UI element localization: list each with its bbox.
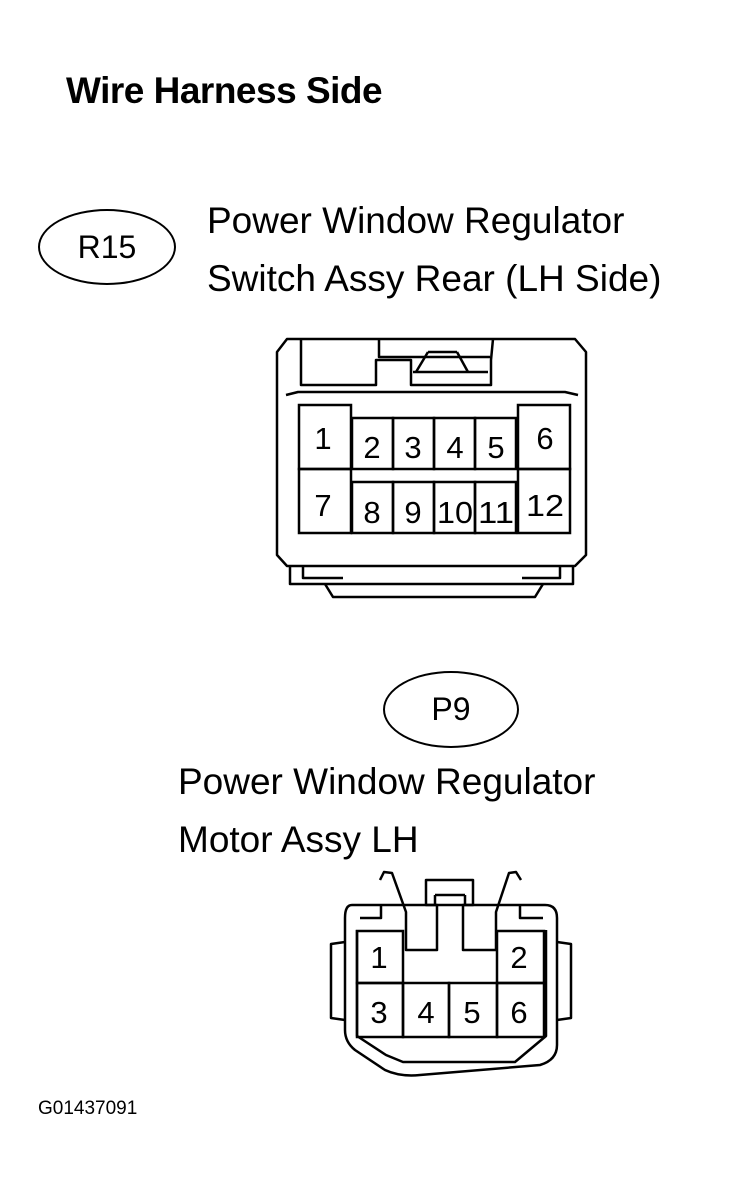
pin-cell-r15-11: [473, 480, 518, 535]
pin-label-r15-8: 8: [363, 495, 380, 530]
pin-cell-p9-6: [495, 981, 546, 1039]
pin-label-p9-2: 2: [510, 940, 527, 975]
pin-label-p9-5: 5: [463, 995, 480, 1030]
connector-code-badge-p9: P9: [383, 671, 519, 748]
connector-name-line2: Switch Assy Rear (LH Side): [207, 258, 662, 299]
connector-name-line2: Motor Assy LH: [178, 819, 419, 860]
pin-label-r15-12: 12: [526, 488, 564, 523]
connector-caption-r15: Power Window Regulator Switch Assy Rear …: [207, 192, 661, 308]
page-title: Wire Harness Side: [66, 70, 383, 111]
pin-label-r15-1: 1: [314, 421, 331, 456]
pin-label-r15-11: 11: [478, 495, 514, 530]
connector-caption-p9: Power Window Regulator Motor Assy LH: [178, 753, 595, 869]
connector-code-badge-r15: R15: [38, 209, 176, 285]
pin-label-p9-4: 4: [417, 995, 434, 1030]
connector-name-line1: Power Window Regulator: [178, 761, 596, 802]
pin-label-r15-10: 10: [437, 495, 473, 530]
pin-label-r15-2: 2: [363, 430, 380, 465]
pin-label-p9-6: 6: [510, 995, 527, 1030]
pin-cell-r15-5: [473, 416, 518, 471]
pin-label-r15-4: 4: [446, 430, 463, 465]
pin-label-p9-1: 1: [370, 940, 387, 975]
pin-cell-r15-12: [516, 467, 572, 535]
pin-label-r15-7: 7: [314, 488, 331, 523]
connector-name-line1: Power Window Regulator: [207, 200, 625, 241]
pin-label-r15-5: 5: [487, 430, 504, 465]
pin-label-p9-3: 3: [370, 995, 387, 1030]
connector-r15-pin-grid: [297, 403, 572, 535]
pin-label-r15-3: 3: [404, 430, 421, 465]
figure-id: G01437091: [38, 1098, 138, 1119]
connector-p9-pin-grid: [355, 929, 546, 1039]
pin-label-r15-6: 6: [536, 421, 553, 456]
pin-label-r15-9: 9: [404, 495, 421, 530]
